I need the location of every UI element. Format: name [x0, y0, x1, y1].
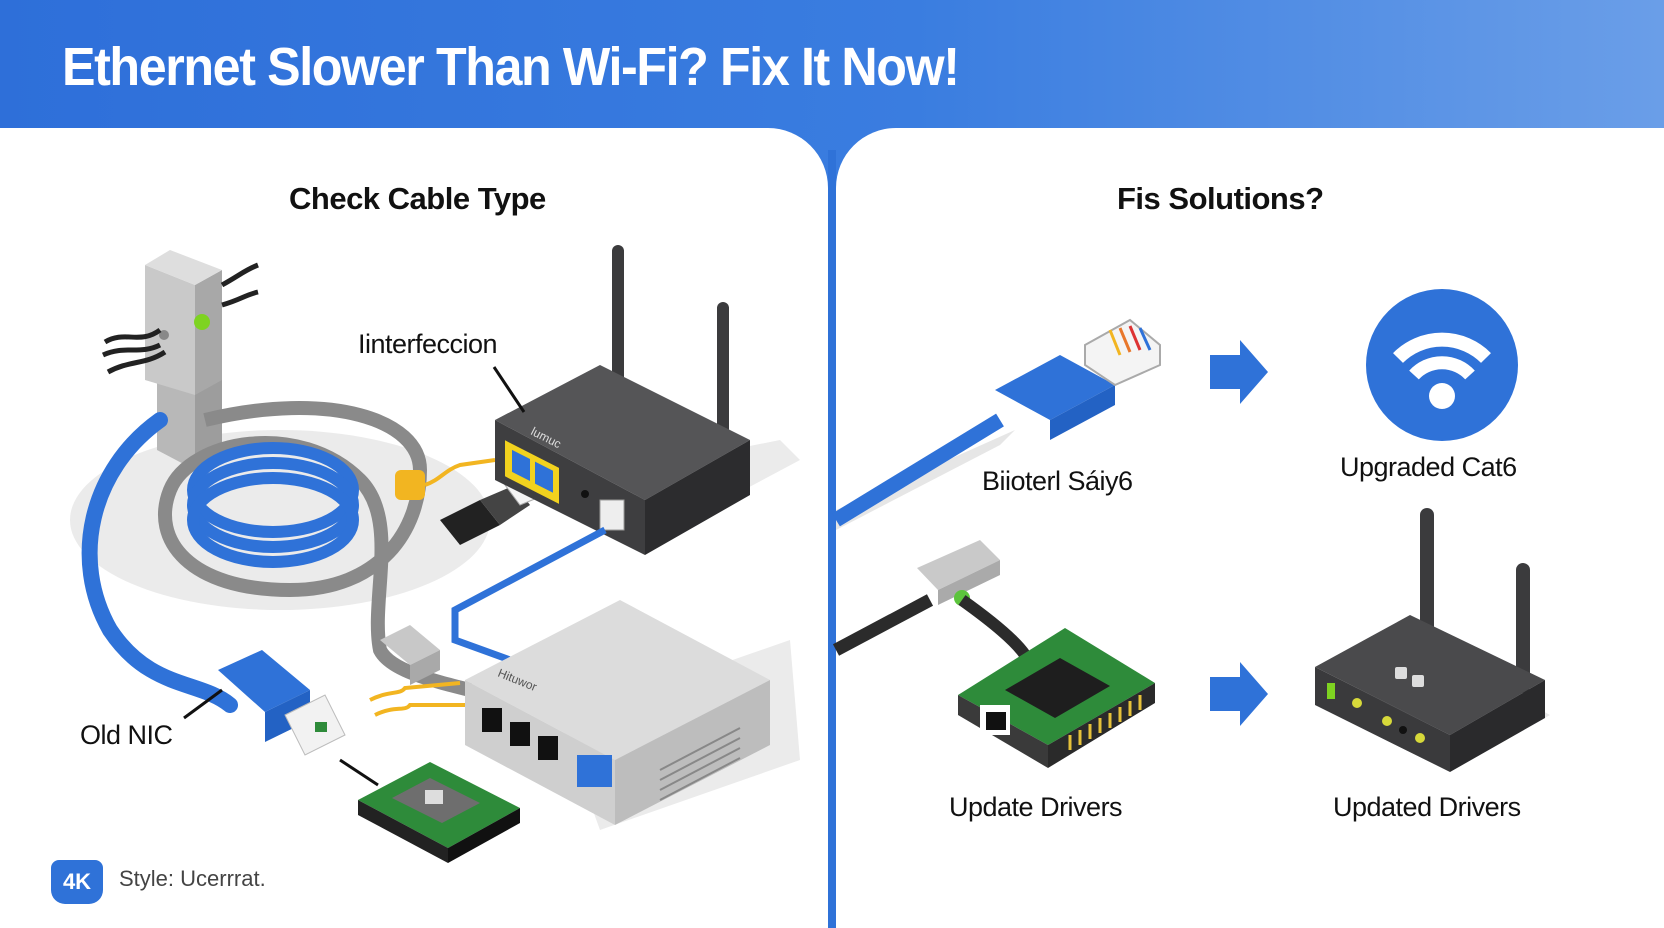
resolution-badge: 4K: [51, 860, 103, 904]
callout-old-nic: Old NIC: [80, 720, 173, 750]
step-2-from-label: Update Drivers: [949, 792, 1123, 822]
step-1-to-label: Upgraded Cat6: [1340, 452, 1517, 482]
left-panel: [0, 128, 828, 928]
page-title: Ethernet Slower Than Wi-Fi? Fix It Now!: [62, 37, 960, 97]
step-1-from-label: Biioterl Sáiy6: [982, 466, 1133, 496]
callout-interference: Iinterfeccion: [358, 329, 498, 359]
right-panel-heading: Fis Solutions?: [1117, 181, 1324, 216]
step-2-to-label: Updated Drivers: [1333, 792, 1521, 822]
footer-style-text: Style: Ucerrrat.: [119, 866, 266, 891]
left-panel-heading: Check Cable Type: [289, 181, 546, 216]
